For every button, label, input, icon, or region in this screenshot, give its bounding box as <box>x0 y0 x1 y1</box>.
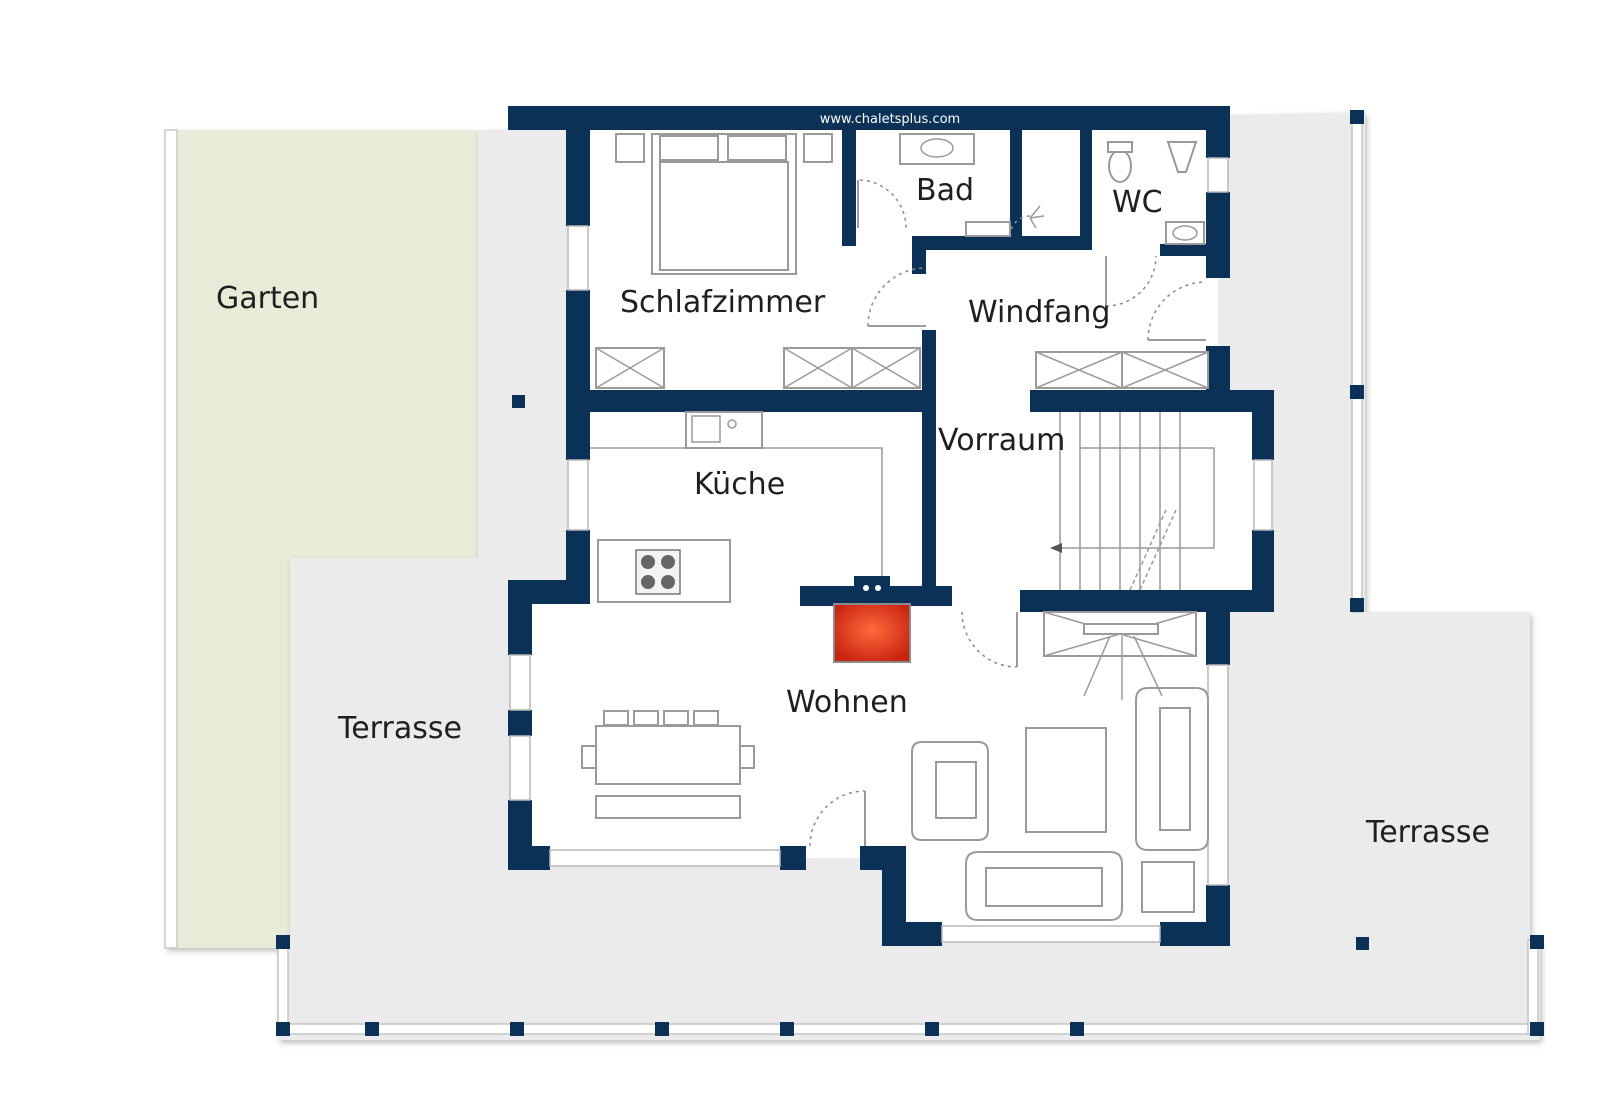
room-label-kueche: Küche <box>694 467 785 502</box>
room-label-schlafzimmer: Schlafzimmer <box>620 285 826 320</box>
room-label-wc: WC <box>1112 185 1163 220</box>
toilet-icon <box>1107 141 1198 183</box>
room-label-windfang: Windfang <box>968 295 1110 330</box>
wardrobe <box>595 347 921 389</box>
room-label-terrasse-right: Terrasse <box>1365 815 1490 850</box>
sink-icon <box>899 133 975 165</box>
room-label-wohnen: Wohnen <box>786 685 908 720</box>
entry-cabinet <box>1043 611 1197 700</box>
terrace-railing-right <box>1350 110 1364 613</box>
room-label-bad: Bad <box>916 173 974 208</box>
kitchen-counter <box>590 411 883 590</box>
garden-border <box>164 129 178 949</box>
terrace-column <box>1356 937 1369 950</box>
garden-area <box>165 130 478 948</box>
staircase-icon <box>1040 412 1252 591</box>
door-swings <box>809 179 1207 847</box>
bed-icon <box>615 133 833 275</box>
watermark: www.chaletsplus.com <box>820 112 960 127</box>
sofa-icon <box>911 687 1209 921</box>
wc-sink-icon <box>1165 221 1205 245</box>
entry-wardrobe <box>1035 351 1209 389</box>
dining-table-icon <box>581 710 755 819</box>
room-label-garten: Garten <box>216 281 319 316</box>
cooktop-icon <box>597 539 731 603</box>
room-label-vorraum: Vorraum <box>938 423 1065 458</box>
windows <box>509 157 1273 943</box>
terrace-railing-bottom <box>276 935 1544 1036</box>
terrace-column <box>512 395 525 408</box>
room-label-terrasse-left: Terrasse <box>337 711 462 746</box>
shower-icon <box>965 205 1045 237</box>
fireplace-icon <box>833 576 911 663</box>
walls <box>508 106 1274 946</box>
